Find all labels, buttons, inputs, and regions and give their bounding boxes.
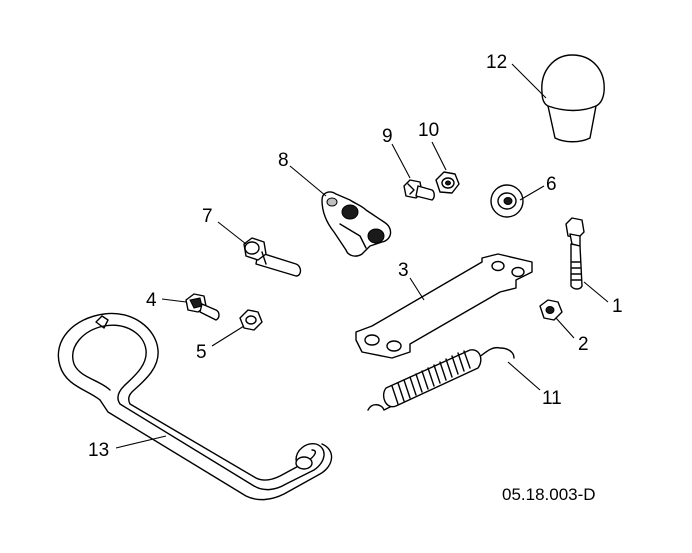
part-6-bushing (490, 184, 524, 218)
part-4-bolt (185, 293, 220, 321)
part-8-bracket (321, 191, 392, 257)
part-7-pin (243, 237, 302, 277)
callout-9: 9 (382, 126, 393, 147)
part-1-bolt (565, 217, 585, 290)
part-9-bolt (403, 179, 435, 201)
callout-5: 5 (196, 342, 207, 363)
callout-2: 2 (578, 334, 589, 355)
callout-3: 3 (398, 260, 409, 281)
part-13-rod (57, 312, 333, 501)
part-2-locknut (539, 299, 563, 321)
callout-8: 8 (278, 150, 289, 171)
callout-12: 12 (486, 52, 507, 73)
callout-4: 4 (146, 290, 157, 311)
part-5-nut (239, 309, 263, 331)
callout-7: 7 (202, 206, 213, 227)
document-number: 05.18.003-D (502, 485, 596, 504)
callout-10: 10 (418, 120, 439, 141)
part-12-knob (541, 54, 605, 143)
part-10-nut (435, 171, 460, 194)
part-11-spring (367, 346, 515, 411)
callout-13: 13 (88, 440, 109, 461)
callout-11: 11 (542, 388, 562, 409)
leader-lines (115, 63, 609, 449)
callout-6: 6 (546, 174, 557, 195)
callout-1: 1 (612, 296, 623, 317)
part-3-link-plate (355, 253, 533, 359)
